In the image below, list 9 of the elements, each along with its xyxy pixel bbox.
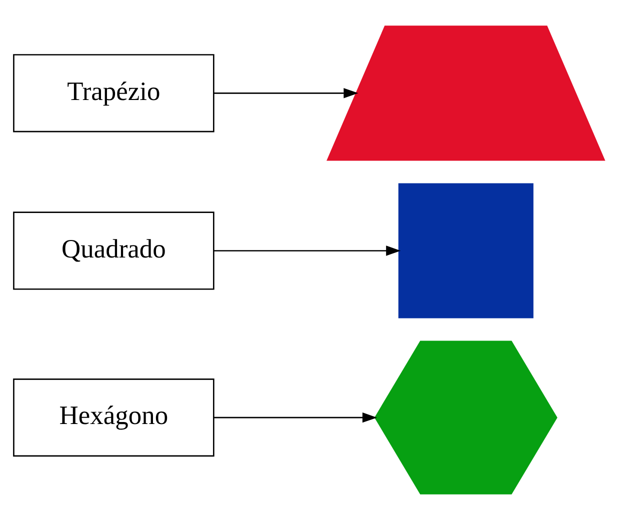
node-hexagon — [374, 340, 558, 494]
arrow — [214, 88, 358, 98]
node-box: Quadrado — [13, 212, 214, 290]
node-trapezium — [326, 26, 606, 161]
arrow — [214, 412, 378, 423]
node-box: Hexágono — [13, 378, 214, 457]
arrow — [214, 246, 401, 256]
node-square — [398, 183, 534, 318]
node-box: Trapézio — [13, 54, 214, 132]
